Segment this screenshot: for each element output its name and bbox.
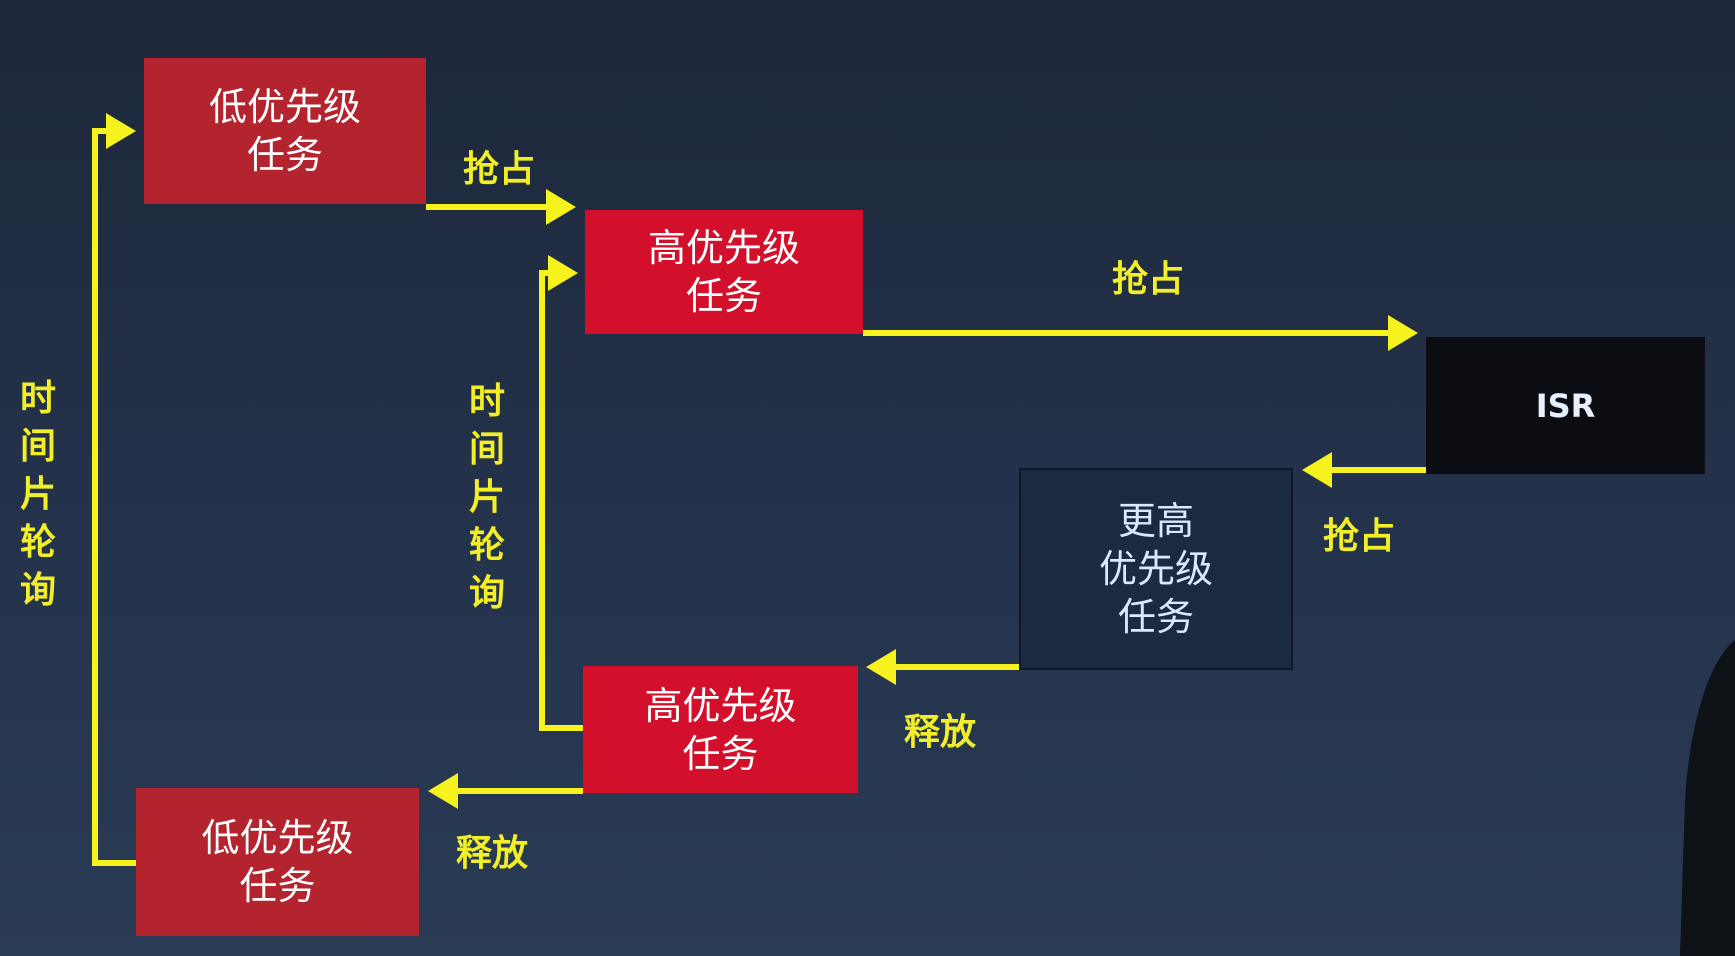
box-line: 低优先级 xyxy=(201,816,354,860)
box-line: 高优先级 xyxy=(647,226,800,270)
box-line: 任务 xyxy=(246,133,323,177)
box-line: 任务 xyxy=(685,274,762,318)
label-preempt-2: 抢占 xyxy=(1112,259,1185,300)
label-release-2: 释放 xyxy=(456,833,529,874)
label-timeslice-left: 时间片轮询 xyxy=(19,378,56,611)
box-line: ISR xyxy=(1535,386,1596,425)
high-priority-task-top: 高优先级 任务 xyxy=(585,210,863,334)
low-priority-task-top: 低优先级 任务 xyxy=(144,58,426,204)
high-priority-task-bottom: 高优先级 任务 xyxy=(583,666,858,793)
box-line: 低优先级 xyxy=(208,85,361,129)
box-line: 任务 xyxy=(682,731,759,776)
label-timeslice-mid: 时间片轮询 xyxy=(468,381,505,614)
box-line: 优先级 xyxy=(1098,547,1213,591)
low-priority-task-bottom: 低优先级 任务 xyxy=(136,788,419,936)
box-line: 任务 xyxy=(1117,595,1194,639)
box-line: 高优先级 xyxy=(644,683,797,728)
box-line: 任务 xyxy=(239,864,316,908)
label-preempt-1: 抢占 xyxy=(463,149,536,190)
arrow-timeslice-left xyxy=(92,113,136,866)
higher-priority-task: 更高 优先级 任务 xyxy=(1019,468,1293,670)
arrow-timeslice-mid xyxy=(539,255,583,731)
label-release-1: 释放 xyxy=(904,712,977,753)
presenter-silhouette xyxy=(1680,640,1735,956)
box-line: 更高 xyxy=(1117,499,1194,543)
isr-box: ISR xyxy=(1426,337,1705,474)
label-preempt-3: 抢占 xyxy=(1323,516,1396,557)
